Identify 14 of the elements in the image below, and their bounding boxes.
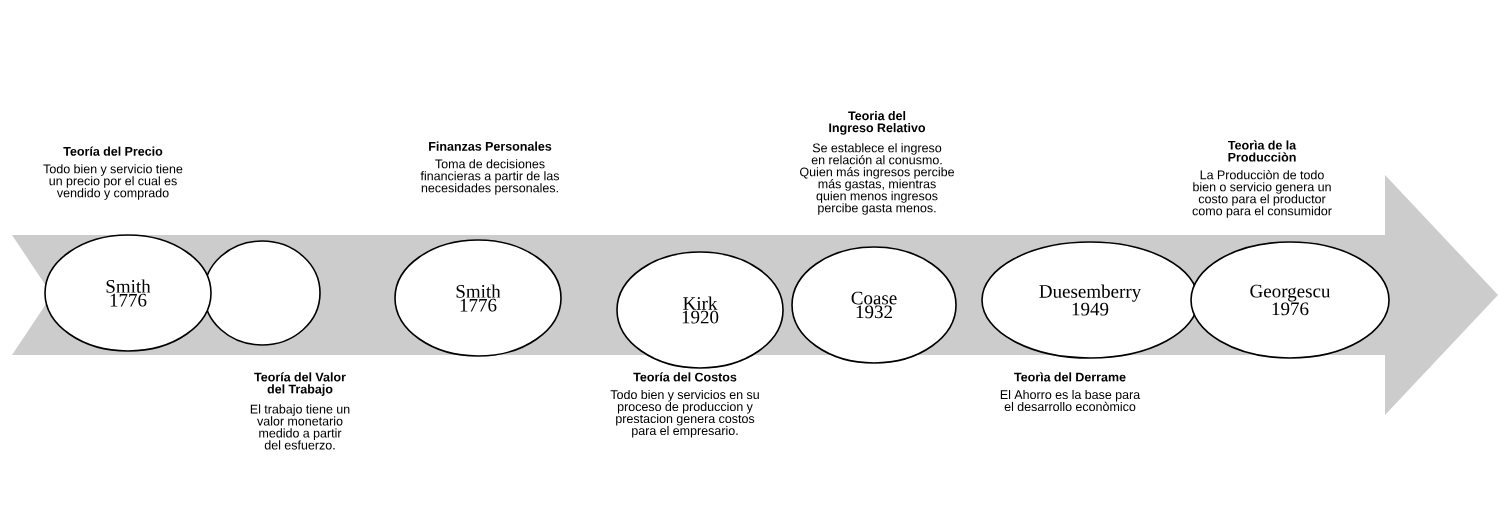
theory-heading: Teoría del Costos <box>633 372 737 382</box>
description-text: El Ahorro es la base para el desarrollo econòmico <box>1000 389 1141 412</box>
theory-heading: Teoria del Ingreso Relativo <box>829 111 926 135</box>
theory-heading: Teorìa de la Producciòn <box>1228 140 1297 162</box>
description-text: Todo bien y servicio tiene un precio por el cual es vendido y comprado <box>43 164 183 200</box>
theory-heading: Teorìa del Derrame <box>1014 372 1126 382</box>
description-text: La Producciòn de todo bien o servicio genera un costo para el productor como para el consumidor <box>1192 170 1332 218</box>
theory-heading: Finanzas Personales <box>429 141 552 151</box>
description-text: Todo bien y servicios en su proceso de produccion y prestacion genera costos para el empresario. <box>610 389 759 438</box>
description-text: Toma de decisiones financieras a partir de las necesidades personales. <box>420 159 560 195</box>
description-text: El trabajo tiene un valor monetario medido a partir del esfuerzo. <box>250 404 350 450</box>
description-text: Se establece el ingreso en relación al conusmo. Quien más ingresos percibe más gastas, mientras quien menos ingresos percibe gasta menos. <box>800 143 955 215</box>
theory-heading: Teoría del Precio <box>63 146 163 156</box>
theory-heading: Teoría del Valor del Trabajo <box>254 372 346 396</box>
